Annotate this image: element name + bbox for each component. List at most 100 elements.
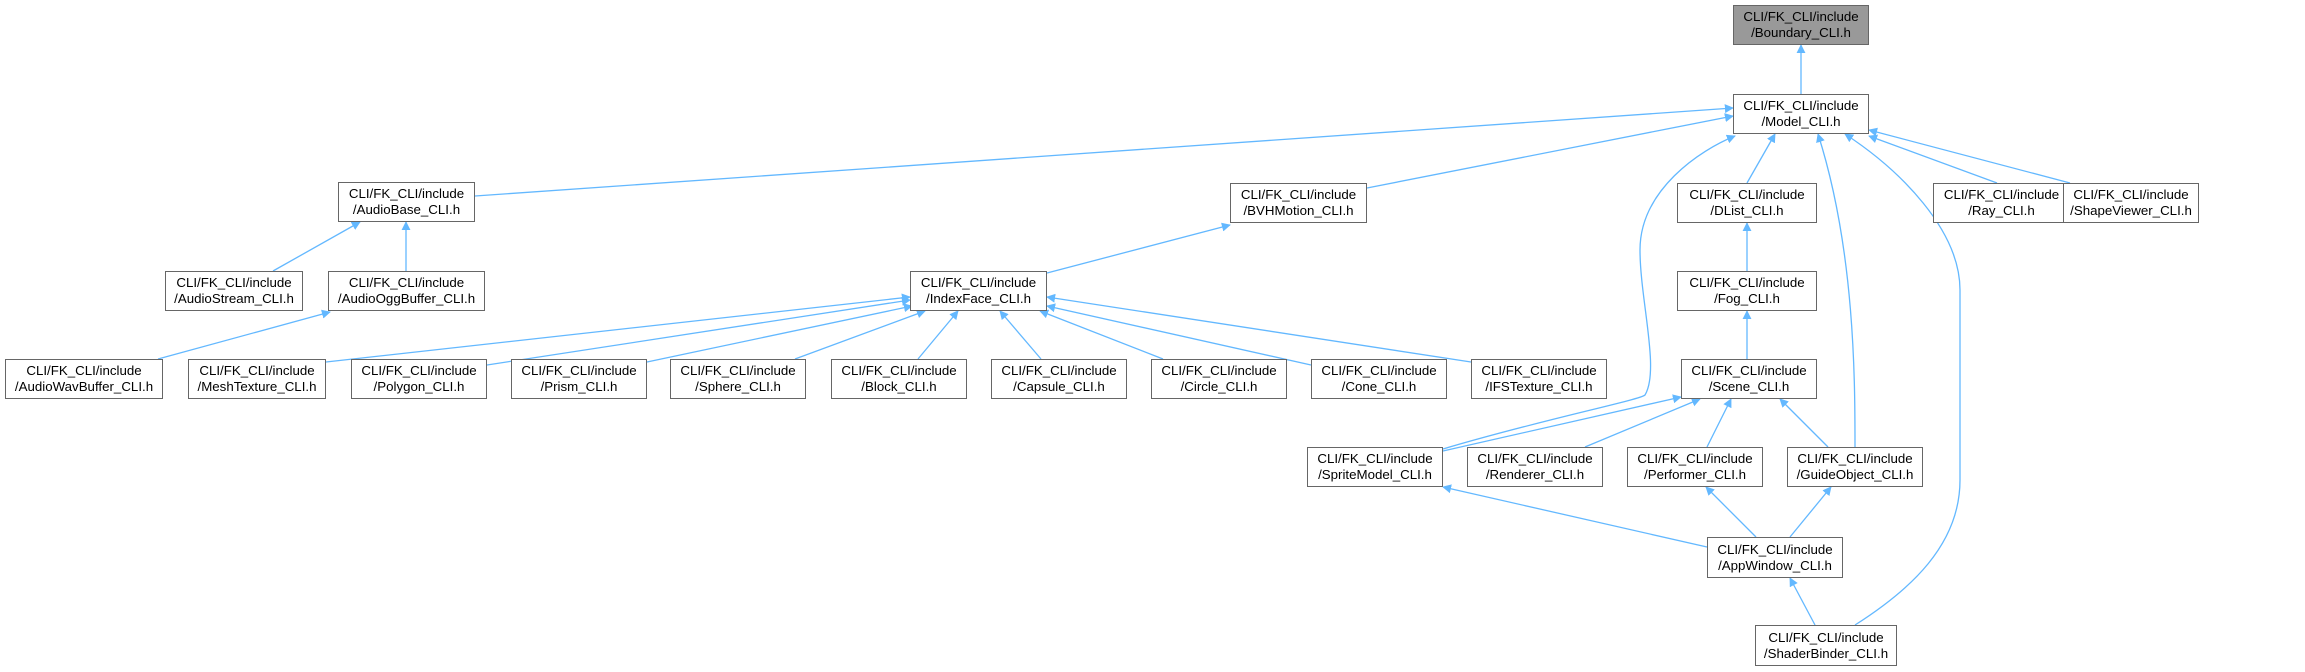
node-file-label: /Performer_CLI.h — [1644, 467, 1746, 482]
edge-guideobject-to-scene — [1779, 398, 1829, 448]
graph-node-model[interactable]: CLI/FK_CLI/include/Model_CLI.h — [1733, 94, 1869, 134]
graph-node-indexface[interactable]: CLI/FK_CLI/include/IndexFace_CLI.h — [910, 271, 1047, 311]
node-path-label: CLI/FK_CLI/include — [348, 275, 465, 290]
graph-node-sphere[interactable]: CLI/FK_CLI/include/Sphere_CLI.h — [670, 359, 806, 399]
node-file-label: /Capsule_CLI.h — [1013, 379, 1105, 394]
node-path-label: CLI/FK_CLI/include — [1943, 187, 2060, 202]
node-path-label: CLI/FK_CLI/include — [199, 363, 315, 378]
node-path-label: CLI/FK_CLI/include — [1743, 98, 1859, 113]
node-file-label: /BVHMotion_CLI.h — [1243, 203, 1354, 218]
node-path-label: CLI/FK_CLI/include — [1001, 363, 1117, 378]
graph-node-audiowavbuffer[interactable]: CLI/FK_CLI/include/AudioWavBuffer_CLI.h — [5, 359, 163, 399]
node-file-label: /Ray_CLI.h — [1968, 203, 2035, 218]
graph-node-dlist[interactable]: CLI/FK_CLI/include/DList_CLI.h — [1677, 183, 1817, 223]
edge-meshtexture-to-indexface — [325, 293, 911, 363]
node-file-label: /ShapeViewer_CLI.h — [2070, 203, 2192, 218]
node-path-label: CLI/FK_CLI/include — [680, 363, 796, 378]
edge-circle-to-indexface — [1039, 309, 1164, 360]
edge-prism-to-indexface — [646, 303, 913, 363]
node-file-label: /Block_CLI.h — [861, 379, 937, 394]
node-file-label: /Sphere_CLI.h — [695, 379, 781, 394]
node-file-label: /IndexFace_CLI.h — [926, 291, 1031, 306]
graph-node-prism[interactable]: CLI/FK_CLI/include/Prism_CLI.h — [511, 359, 647, 399]
graph-node-polygon[interactable]: CLI/FK_CLI/include/Polygon_CLI.h — [351, 359, 487, 399]
node-file-label: /MeshTexture_CLI.h — [197, 379, 317, 394]
node-path-label: CLI/FK_CLI/include — [1691, 363, 1807, 378]
node-path-label: CLI/FK_CLI/include — [920, 275, 1037, 290]
edge-audiobase-to-model — [474, 104, 1734, 197]
edge-spritemodel-to-scene — [1442, 394, 1682, 452]
edge-appwindow-to-spritemodel — [1442, 484, 1708, 548]
graph-node-scene[interactable]: CLI/FK_CLI/include/Scene_CLI.h — [1681, 359, 1817, 399]
node-path-label: CLI/FK_CLI/include — [1797, 451, 1913, 466]
node-file-label: /AudioWavBuffer_CLI.h — [14, 379, 154, 394]
node-file-label: /IFSTexture_CLI.h — [1485, 379, 1593, 394]
node-file-label: /ShaderBinder_CLI.h — [1763, 645, 1889, 661]
graph-node-performer[interactable]: CLI/FK_CLI/include/Performer_CLI.h — [1627, 447, 1763, 487]
edge-guideobject-to-model — [1816, 133, 1856, 448]
graph-node-audiooggbuffer[interactable]: CLI/FK_CLI/include/AudioOggBuffer_CLI.h — [328, 271, 485, 311]
node-path-label: CLI/FK_CLI/include — [1637, 451, 1753, 466]
node-path-label: CLI/FK_CLI/include — [361, 363, 477, 378]
node-path-label: CLI/FK_CLI/include — [1240, 187, 1357, 202]
graph-node-bvhmotion[interactable]: CLI/FK_CLI/include/BVHMotion_CLI.h — [1230, 183, 1367, 223]
node-path-label: CLI/FK_CLI/include — [1477, 451, 1593, 466]
node-file-label: /AudioBase_CLI.h — [352, 202, 461, 217]
node-path-label: CLI/FK_CLI/include — [1317, 451, 1433, 466]
node-path-label: CLI/FK_CLI/include — [1689, 187, 1805, 202]
edge-block-to-indexface — [917, 310, 959, 360]
edge-shapeviewer-to-model — [1868, 127, 2071, 184]
edge-indexface-to-bvhmotion — [1046, 222, 1231, 274]
graph-node-audiostream[interactable]: CLI/FK_CLI/include/AudioStream_CLI.h — [165, 271, 303, 311]
node-path-label: CLI/FK_CLI/include — [1717, 541, 1833, 557]
edge-ifstexture-to-indexface — [1046, 293, 1472, 363]
graph-node-block[interactable]: CLI/FK_CLI/include/Block_CLI.h — [831, 359, 967, 399]
edge-appwindow-to-guideobject — [1789, 486, 1832, 538]
graph-node-ifstexture[interactable]: CLI/FK_CLI/include/IFSTexture_CLI.h — [1471, 359, 1607, 399]
edge-audiowavbuffer-to-audiooggbuffer — [157, 309, 331, 360]
edge-performer-to-scene — [1706, 398, 1732, 448]
graph-node-capsule[interactable]: CLI/FK_CLI/include/Capsule_CLI.h — [991, 359, 1127, 399]
graph-node-shapeviewer[interactable]: CLI/FK_CLI/include/ShapeViewer_CLI.h — [2063, 183, 2199, 223]
graph-node-appwindow[interactable]: CLI/FK_CLI/include/AppWindow_CLI.h — [1707, 537, 1843, 578]
node-file-label: /AppWindow_CLI.h — [1718, 557, 1832, 573]
edge-spritemodel-to-model — [1442, 134, 1736, 450]
graph-node-guideobject[interactable]: CLI/FK_CLI/include/GuideObject_CLI.h — [1787, 447, 1923, 487]
graph-node-audiobase[interactable]: CLI/FK_CLI/include/AudioBase_CLI.h — [338, 182, 475, 222]
graph-node-cone[interactable]: CLI/FK_CLI/include/Cone_CLI.h — [1311, 359, 1447, 399]
node-path-label: CLI/FK_CLI/include — [2073, 187, 2189, 202]
edge-shaderbinder-to-model — [1844, 133, 1961, 626]
graph-node-renderer[interactable]: CLI/FK_CLI/include/Renderer_CLI.h — [1467, 447, 1603, 487]
edge-capsule-to-indexface — [999, 310, 1042, 360]
graph-node-boundary[interactable]: CLI/FK_CLI/include/Boundary_CLI.h — [1733, 5, 1869, 45]
node-path-label: CLI/FK_CLI/include — [1768, 629, 1884, 645]
node-path-label: CLI/FK_CLI/include — [841, 363, 957, 378]
edge-bvhmotion-to-model — [1366, 113, 1734, 189]
node-path-label: CLI/FK_CLI/include — [1689, 275, 1805, 290]
node-path-label: CLI/FK_CLI/include — [1161, 363, 1277, 378]
node-file-label: /Boundary_CLI.h — [1751, 25, 1851, 40]
graph-node-meshtexture[interactable]: CLI/FK_CLI/include/MeshTexture_CLI.h — [188, 359, 326, 399]
graph-node-fog[interactable]: CLI/FK_CLI/include/Fog_CLI.h — [1677, 271, 1817, 311]
node-file-label: /Fog_CLI.h — [1714, 291, 1780, 306]
node-file-label: /DList_CLI.h — [1710, 203, 1784, 218]
node-path-label: CLI/FK_CLI/include — [348, 186, 465, 201]
node-file-label: /Circle_CLI.h — [1180, 379, 1258, 394]
node-path-label: CLI/FK_CLI/include — [1743, 9, 1859, 24]
edge-shaderbinder-to-appwindow — [1789, 577, 1816, 626]
node-file-label: /Prism_CLI.h — [540, 379, 618, 394]
node-path-label: CLI/FK_CLI/include — [176, 275, 292, 290]
edge-ray-to-model — [1868, 134, 1998, 184]
node-path-label: CLI/FK_CLI/include — [1321, 363, 1437, 378]
node-file-label: /Cone_CLI.h — [1341, 379, 1417, 394]
graph-node-circle[interactable]: CLI/FK_CLI/include/Circle_CLI.h — [1151, 359, 1287, 399]
graph-node-ray[interactable]: CLI/FK_CLI/include/Ray_CLI.h — [1933, 183, 2070, 223]
graph-node-shaderbinder[interactable]: CLI/FK_CLI/include/ShaderBinder_CLI.h — [1755, 625, 1897, 666]
node-path-label: CLI/FK_CLI/include — [1481, 363, 1597, 378]
node-path-label: CLI/FK_CLI/include — [521, 363, 637, 378]
edge-appwindow-to-performer — [1705, 486, 1757, 538]
node-path-label: CLI/FK_CLI/include — [26, 363, 142, 378]
graph-node-spritemodel[interactable]: CLI/FK_CLI/include/SpriteModel_CLI.h — [1307, 447, 1443, 487]
edge-renderer-to-scene — [1584, 397, 1701, 448]
